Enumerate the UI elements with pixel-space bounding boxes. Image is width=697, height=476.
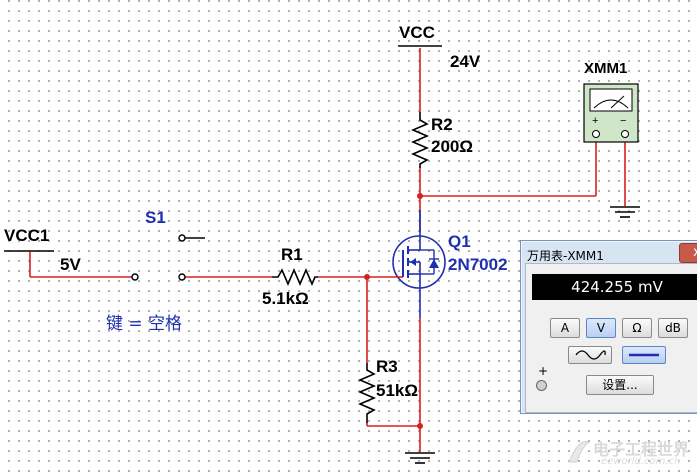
junction-dots — [364, 193, 423, 429]
xmm1-ref: XMM1 — [584, 60, 628, 77]
s1-ref: S1 — [145, 208, 166, 227]
r2-ref: R2 — [431, 115, 453, 134]
multimeter-window-title: 万用表-XMM1 — [527, 249, 604, 263]
mosfet-q1[interactable] — [392, 235, 446, 318]
switch-key-label: 键 = 空格 — [106, 314, 183, 334]
eeworld-logo: 电子工程世界 eeworld.com.cn — [563, 434, 693, 470]
dc-mode-button[interactable] — [622, 346, 666, 364]
r1-resistor[interactable] — [272, 267, 318, 287]
logo-name: 电子工程世界 — [593, 440, 690, 459]
q1-ref: Q1 — [448, 232, 471, 251]
logo-icon — [568, 440, 591, 463]
q1-part: 2N7002 — [448, 255, 508, 274]
plus-terminal-label: + — [538, 364, 549, 378]
svg-text:+: + — [592, 115, 598, 127]
red-wires[interactable] — [29, 48, 626, 452]
r3-ref: R3 — [376, 357, 398, 376]
multimeter-xmm1-symbol[interactable]: + − — [583, 83, 639, 143]
r1-value: 5.1kΩ — [262, 289, 309, 308]
svg-text:−: − — [620, 115, 626, 127]
r2-resistor[interactable] — [410, 112, 430, 168]
meter-reading-display: 424.255 mV — [532, 274, 697, 300]
switch-s1[interactable] — [131, 234, 205, 281]
ac-sine-icon — [575, 350, 606, 360]
ground-symbol-main[interactable] — [405, 452, 435, 464]
dc-line-icon — [629, 353, 659, 357]
settings-button[interactable]: 设置... — [586, 375, 654, 395]
vcc-label: VCC — [399, 23, 435, 42]
r2-value: 200Ω — [431, 137, 473, 156]
logo-url: eeworld.com.cn — [601, 456, 681, 467]
r3-resistor[interactable] — [357, 363, 377, 423]
close-button[interactable]: x — [679, 243, 697, 263]
vcc-value: 24V — [450, 52, 481, 71]
voltmeter-mode-button[interactable]: V — [586, 318, 616, 338]
decibel-mode-button[interactable]: dB — [658, 318, 688, 338]
plus-terminal-jack[interactable] — [536, 380, 547, 391]
r1-ref: R1 — [281, 245, 303, 264]
vcc1-value: 5V — [60, 255, 81, 274]
multimeter-window[interactable]: 万用表-XMM1 x 424.255 mV A V Ω dB + 设置... — [520, 240, 697, 414]
multimeter-panel: 424.255 mV A V Ω dB + 设置... — [525, 263, 697, 413]
ac-mode-button[interactable] — [568, 346, 612, 364]
ohmmeter-mode-button[interactable]: Ω — [622, 318, 652, 338]
ground-symbol-meter[interactable] — [610, 206, 640, 218]
vcc1-label: VCC1 — [4, 226, 50, 245]
r3-value: 51kΩ — [376, 381, 418, 400]
ammeter-mode-button[interactable]: A — [550, 318, 580, 338]
